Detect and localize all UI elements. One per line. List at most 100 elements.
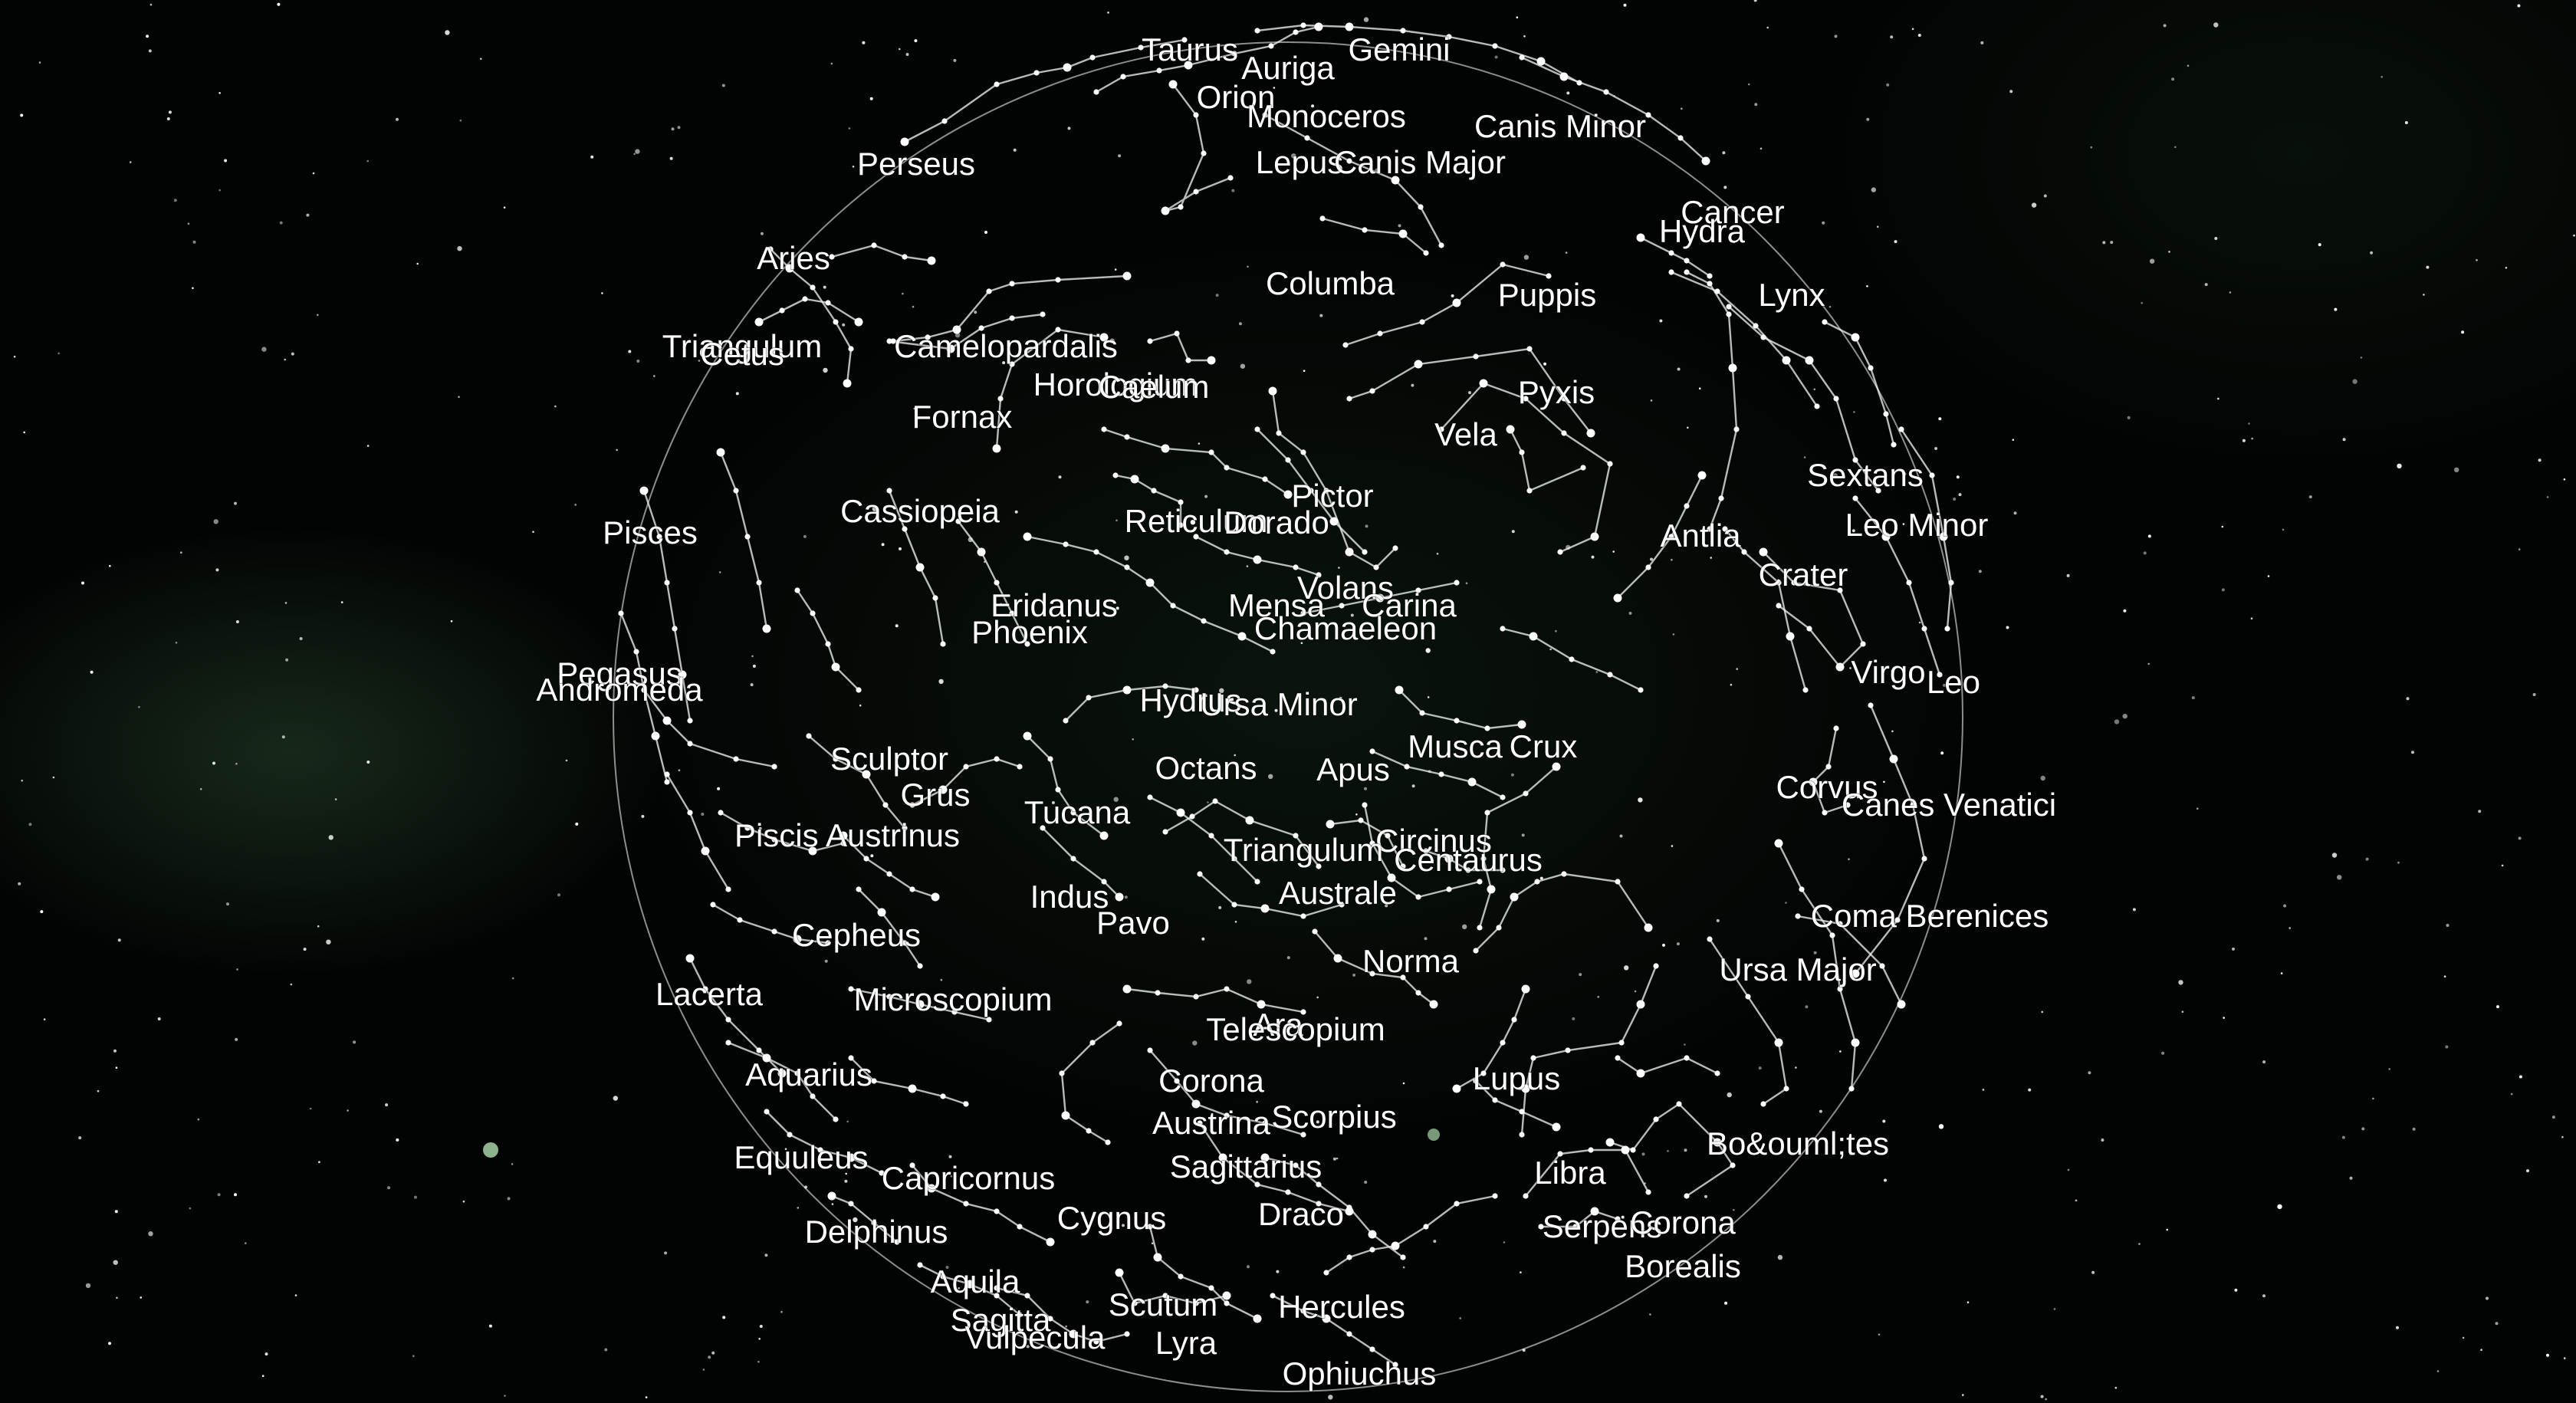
constellation-label[interactable]: Cygnus [1056,1199,1167,1237]
constellation-label[interactable]: Hercules [1277,1288,1406,1326]
constellation-label[interactable]: Scutum [1108,1286,1218,1323]
constellation-label[interactable]: Lupus [1472,1060,1561,1097]
constellation-label[interactable]: Caelum [1098,368,1211,406]
constellation-label[interactable]: Capricornus [881,1159,1056,1197]
constellation-label[interactable]: Columba [1265,264,1396,302]
constellation-label[interactable]: Lacerta [655,975,764,1013]
constellation-label[interactable]: Volans [1296,569,1395,606]
constellation-label[interactable]: Sagittarius [1169,1148,1322,1185]
constellation-label[interactable]: Centaurus [1393,841,1543,879]
constellation-label[interactable]: Vulpecula [964,1319,1107,1356]
constellation-label[interactable]: Corvus [1775,768,1878,806]
constellation-label[interactable]: Triangulum [1223,831,1385,869]
constellation-label[interactable]: Crux [1509,728,1579,765]
constellation-label[interactable]: Leo [1926,663,1981,701]
constellation-label[interactable]: Dorado [1223,504,1330,541]
constellation-label[interactable]: Draco [1257,1195,1345,1233]
constellation-label[interactable]: Hydrus [1138,682,1242,719]
constellation-star [1070,810,1076,816]
constellation-star [1046,1237,1055,1247]
constellation-label[interactable]: Ursa Minor [1199,685,1358,723]
constellation-label[interactable]: Canis Minor [1474,107,1647,145]
constellation-star [1174,1078,1180,1084]
constellation-label[interactable]: Tucana [1024,794,1132,831]
constellation-label[interactable]: Puppis [1497,276,1597,314]
constellation-label[interactable]: Delphinus [804,1213,949,1250]
constellation-label[interactable]: Bo&ouml;tes [1706,1125,1890,1162]
constellation-label[interactable]: Perseus [856,145,976,182]
constellation-label[interactable]: Serpens [1542,1208,1663,1245]
constellation-label[interactable]: Austrina [1152,1104,1272,1142]
constellation-label[interactable]: Eridanus [990,586,1119,624]
constellation-label[interactable]: Phoenix [971,613,1089,651]
constellation-label[interactable]: Fornax [912,398,1014,435]
constellation-label[interactable]: Indus [1030,878,1110,915]
constellation-label[interactable]: Pegasus [556,655,682,692]
constellation-label[interactable]: Camelopardalis [893,327,1119,365]
constellation-label[interactable]: Gemini [1347,31,1451,68]
constellation-label[interactable]: Corona [1629,1204,1737,1241]
background-star [1958,493,1962,497]
constellation-label[interactable]: Hydra [1658,212,1746,250]
constellation-label[interactable]: Carina [1361,586,1457,624]
constellation-label[interactable]: Cassiopeia [840,492,1001,530]
constellation-label[interactable]: Ara [1252,1006,1304,1043]
constellation-label[interactable]: Auriga [1240,49,1336,87]
constellation-label[interactable]: Ophiuchus [1282,1355,1438,1392]
constellation-label[interactable]: Triangulum [662,327,823,365]
constellation-label[interactable]: Antlia [1659,517,1742,554]
constellation-label[interactable]: Musca [1407,728,1503,765]
constellation-star [1283,490,1293,499]
constellation-label[interactable]: Sculptor [830,740,949,777]
constellation-label[interactable]: Pisces [602,514,698,551]
constellation-label[interactable]: Pavo [1096,904,1171,941]
constellation-label[interactable]: Libra [1533,1154,1607,1191]
constellation-label[interactable]: Coma Berenices [1810,897,2049,935]
constellation-label[interactable]: Pyxis [1517,373,1595,411]
constellation-label[interactable]: Piscis Austrinus [734,816,961,854]
constellation-label[interactable]: Australe [1278,874,1398,912]
constellation-label[interactable]: Borealis [1624,1247,1742,1285]
constellation-label[interactable]: Sagitta [950,1301,1052,1339]
constellation-label[interactable]: Circinus [1375,822,1493,859]
constellation-label[interactable]: Apus [1316,751,1391,788]
constellation-label[interactable]: Microscopium [853,981,1053,1018]
constellation-label[interactable]: Aquarius [744,1056,873,1093]
constellation-label[interactable]: Mensa [1227,586,1326,624]
constellation-label[interactable]: Aquila [930,1263,1021,1300]
constellation-label[interactable]: Norma [1362,942,1460,980]
constellation-label[interactable]: Cetus [699,335,785,373]
constellation-label[interactable]: Cancer [1680,193,1785,231]
constellation-label[interactable]: Equuleus [733,1138,869,1176]
constellation-label[interactable]: Lepus [1255,143,1344,181]
constellation-label[interactable]: Horologium [1033,366,1199,403]
constellation-label[interactable]: Telescopium [1205,1010,1385,1048]
constellation-label[interactable]: Leo Minor [1845,506,1990,544]
constellation-label[interactable]: Aries [756,239,831,277]
background-star [862,41,866,44]
constellation-label[interactable]: Ursa Major [1718,951,1877,988]
constellation-label[interactable]: Crater [1758,556,1849,593]
constellation-label[interactable]: Canes Venatici [1841,786,2057,823]
constellation-label[interactable]: Vela [1434,416,1498,453]
constellation-label[interactable]: Lyra [1155,1324,1218,1362]
constellation-label[interactable]: Reticulum [1124,502,1269,540]
constellation-label[interactable]: Taurus [1141,31,1239,68]
constellation-label[interactable]: Cepheus [791,916,922,954]
constellation-label[interactable]: Andromeda [535,671,704,708]
constellation-label[interactable]: Scorpius [1270,1098,1397,1135]
constellation-label[interactable]: Corona [1158,1062,1265,1099]
constellation-star [1122,984,1132,994]
constellation-label[interactable]: Pictor [1290,477,1374,514]
constellation-label[interactable]: Chamaeleon [1254,610,1438,647]
constellation-label[interactable]: Orion [1196,78,1276,116]
constellation-label[interactable]: Lynx [1757,276,1825,314]
constellation-label[interactable]: Grus [899,776,971,813]
constellation-label[interactable]: Monoceros [1246,97,1407,135]
constellation-label[interactable]: Octans [1154,749,1257,787]
constellation-label[interactable]: Sextans [1806,456,1924,494]
constellation-label[interactable]: Canis Major [1333,143,1506,181]
constellation-label[interactable]: Virgo [1850,653,1926,691]
